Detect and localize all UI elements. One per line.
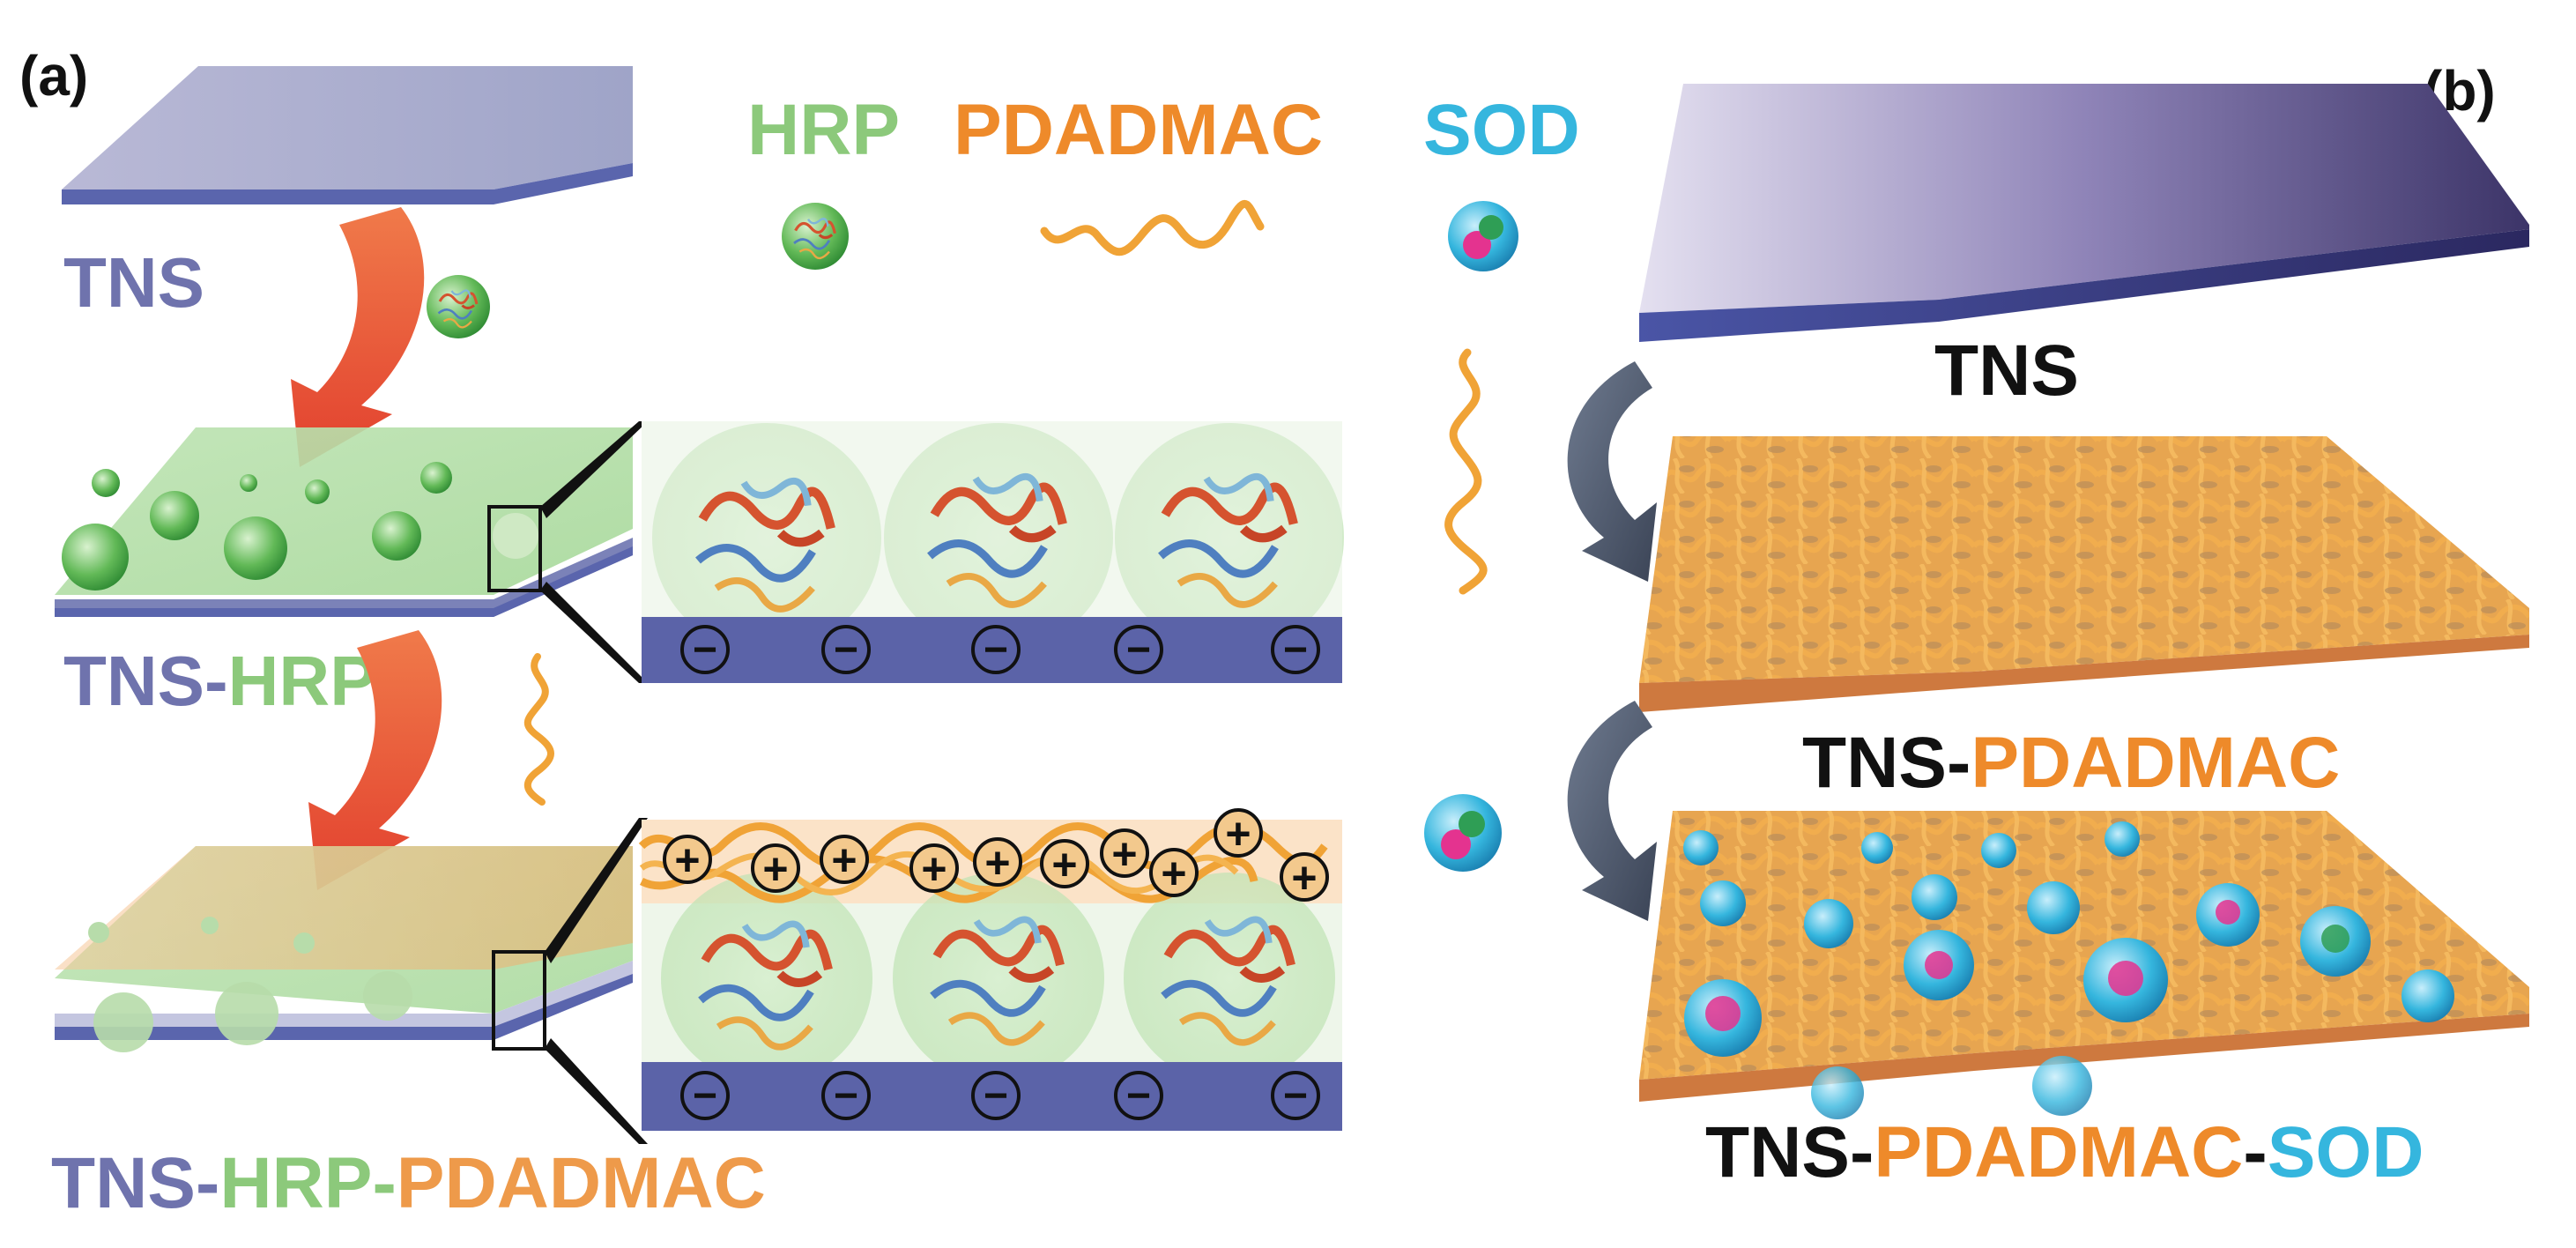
legend-pdadmac-icon [1040, 199, 1265, 256]
zoom-cone-1b [540, 582, 648, 683]
label-tp-pdadmac: PDADMAC [1971, 723, 2340, 803]
svg-text:−: − [834, 627, 858, 673]
minus-charge: − [1114, 1071, 1163, 1120]
legend-hrp-icon [782, 203, 849, 270]
plus-charge: + [909, 843, 959, 894]
label-thp-dash1: - [196, 1143, 219, 1223]
label-tps-dash1: - [1850, 1112, 1874, 1192]
minus-charge: − [971, 625, 1021, 674]
svg-text:−: − [984, 627, 1008, 673]
svg-text:−: − [693, 1073, 717, 1119]
svg-text:−: − [1126, 627, 1151, 673]
label-thp-hrp: HRP [219, 1143, 372, 1223]
gray-arrow-1 [1567, 361, 1657, 582]
plus-charge: + [973, 837, 1022, 888]
minus-charge: − [821, 625, 871, 674]
svg-text:+: + [1291, 853, 1317, 903]
label-tp-dash: - [1947, 723, 1971, 803]
label-tps-tns: TNS [1705, 1112, 1850, 1192]
minus-charge: − [680, 625, 730, 674]
red-arrow-2 [308, 630, 442, 890]
legend-hrp-label: HRP [747, 90, 900, 170]
svg-text:−: − [1283, 627, 1308, 673]
tns-pdadmac-sheet [1639, 436, 2529, 712]
legend-sod-label: SOD [1423, 90, 1580, 170]
zoom-cone-1a [540, 421, 648, 518]
legend-sod-icon [1448, 201, 1518, 271]
label-thp-pdadmac: PDADMAC [397, 1143, 766, 1223]
svg-text:+: + [1161, 849, 1186, 898]
svg-text:−: − [1126, 1073, 1151, 1119]
label-tns-hrp-dash: - [204, 642, 228, 720]
tns-hrp-pdadmac-sheet [55, 846, 633, 1052]
svg-text:+: + [1111, 829, 1137, 879]
label-tns-hrp-tns: TNS [63, 642, 204, 720]
svg-text:+: + [1225, 809, 1251, 858]
minus-charge: − [971, 1071, 1021, 1120]
sod-particles [1683, 821, 2454, 1119]
label-tps-pdadmac: PDADMAC [1874, 1112, 2243, 1192]
plus-charge: + [1100, 828, 1149, 879]
pdadmac-strand-b [1444, 348, 1488, 595]
minus-charge: − [821, 1071, 871, 1120]
plus-charge: + [820, 835, 869, 885]
zoom-panel-1 [642, 421, 1344, 683]
red-arrow-1 [291, 207, 425, 467]
svg-text:−: − [693, 627, 717, 673]
plus-charge: + [751, 843, 800, 894]
svg-text:+: + [674, 836, 700, 885]
gray-arrow-2 [1567, 701, 1657, 921]
minus-charge: − [1114, 625, 1163, 674]
plus-charge: + [663, 835, 712, 885]
panel-a-letter: (a) [19, 44, 88, 108]
svg-text:+: + [762, 844, 788, 894]
svg-text:+: + [831, 836, 857, 885]
label-tns-pdadmac: TNS-PDADMAC [1802, 723, 2340, 803]
label-tp-tns: TNS [1802, 723, 1947, 803]
label-tns-pdadmac-sod: TNS-PDADMAC-SOD [1705, 1112, 2424, 1192]
label-tns-hrp-pdadmac: TNS-HRP-PDADMAC [51, 1143, 766, 1223]
minus-charge: − [1271, 625, 1320, 674]
plus-charge: + [1214, 808, 1263, 858]
charges-minus-row-1: − − − − − [680, 625, 1320, 674]
label-tns-hrp: TNS-HRP [63, 642, 377, 720]
label-b-tns: TNS [1934, 331, 2079, 411]
label-tps-sod: SOD [2268, 1112, 2424, 1192]
panel-b: (b) TNS TNS-PDADMAC [1424, 59, 2529, 1192]
zoom-box-2 [492, 950, 546, 1051]
svg-text:+: + [1051, 840, 1077, 889]
sod-floating-ball [1424, 794, 1502, 872]
charges-minus-row-2: − − − − − [680, 1071, 1320, 1120]
svg-text:+: + [984, 838, 1010, 888]
plus-charge: + [1280, 852, 1329, 903]
zoom-box-1 [487, 505, 542, 592]
label-tns: TNS [63, 243, 204, 322]
label-thp-dash2: - [372, 1143, 396, 1223]
plus-charge: + [1149, 848, 1199, 898]
hrp-floating-ball [427, 275, 490, 338]
zoom-cone-2a [545, 818, 648, 963]
zoom-cone-2b [545, 1038, 648, 1144]
tns-sheet-large [1639, 84, 2529, 342]
svg-text:−: − [1283, 1073, 1308, 1119]
label-thp-tns: TNS [51, 1143, 196, 1223]
legend-pdadmac-label: PDADMAC [954, 90, 1323, 170]
svg-text:+: + [921, 844, 947, 894]
panel-a: (a) HRP PDADMAC SOD TNS [19, 44, 1580, 1223]
tns-pdadmac-sod-sheet [1639, 811, 2529, 1119]
minus-charge: − [1271, 1071, 1320, 1120]
minus-charge: − [680, 1071, 730, 1120]
tns-sheet-1 [62, 66, 633, 204]
label-tns-hrp-hrp: HRP [228, 642, 377, 720]
svg-text:−: − [834, 1073, 858, 1119]
label-tps-dash2: - [2243, 1112, 2267, 1192]
charges-plus-row: + + + + + + + + + + [663, 808, 1329, 903]
pdadmac-floating-strand [523, 653, 554, 806]
svg-text:−: − [984, 1073, 1008, 1119]
plus-charge: + [1040, 839, 1089, 889]
